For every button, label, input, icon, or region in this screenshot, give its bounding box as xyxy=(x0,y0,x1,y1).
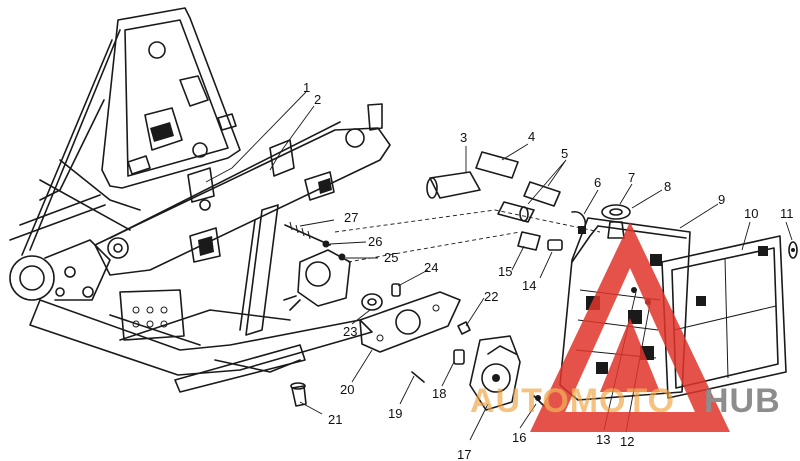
callout-22: 22 xyxy=(484,289,498,304)
watermark-triangle-inner xyxy=(600,318,660,392)
callout-10: 10 xyxy=(744,206,758,221)
watermark-triangle xyxy=(530,222,730,432)
callout-18: 18 xyxy=(432,386,446,401)
callout-25: 25 xyxy=(384,250,398,265)
callout-7: 7 xyxy=(628,170,635,185)
callout-15: 15 xyxy=(498,264,512,279)
callout-labels: 1 2 3 4 5 6 7 8 9 10 11 12 13 14 15 16 1… xyxy=(303,80,794,461)
callout-6: 6 xyxy=(594,175,601,190)
callout-16: 16 xyxy=(512,430,526,445)
callout-8: 8 xyxy=(664,179,671,194)
callout-1: 1 xyxy=(303,80,310,95)
callout-12: 12 xyxy=(620,434,634,449)
callout-2: 2 xyxy=(314,92,321,107)
callout-11: 11 xyxy=(780,206,794,221)
chassis-frame xyxy=(9,7,391,393)
callout-4: 4 xyxy=(528,129,535,144)
callout-23: 23 xyxy=(343,324,357,339)
callout-24: 24 xyxy=(424,260,438,275)
callout-3: 3 xyxy=(460,130,467,145)
callout-14: 14 xyxy=(522,278,536,293)
hoses-and-fittings xyxy=(334,151,631,263)
callout-9: 9 xyxy=(718,192,725,207)
watermark-text-part2: HUB xyxy=(704,382,781,420)
watermark-text-part1: AUTOMOTO xyxy=(470,382,675,420)
callout-21: 21 xyxy=(328,412,342,427)
fan-assembly xyxy=(469,335,545,411)
callout-19: 19 xyxy=(388,406,402,421)
callout-27: 27 xyxy=(344,210,358,225)
automotohub-watermark: AUTOMOTO HUB xyxy=(470,222,781,432)
starter-assembly xyxy=(283,221,471,407)
callout-13: 13 xyxy=(596,432,610,447)
callout-26: 26 xyxy=(368,234,382,249)
callout-20: 20 xyxy=(340,382,354,397)
callout-17: 17 xyxy=(457,447,471,461)
callout-5: 5 xyxy=(561,146,568,161)
